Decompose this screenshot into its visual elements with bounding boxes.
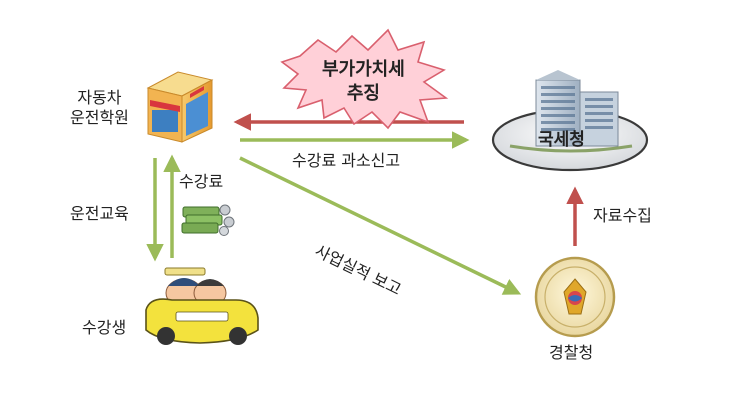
fee-label: 수강료 xyxy=(179,172,224,191)
police-badge-icon xyxy=(534,256,616,338)
vat-burst-shape xyxy=(280,28,449,130)
driving-car-icon xyxy=(145,267,259,345)
money-stack-icon xyxy=(181,204,235,236)
building-icon xyxy=(146,71,214,143)
tax-office-label: 국세청 xyxy=(538,130,585,150)
driving-education-label: 운전교육 xyxy=(70,204,129,223)
vat-collection-label: 부가가치세 추징 xyxy=(322,59,405,104)
student-label: 수강생 xyxy=(82,318,127,337)
data-collection-label: 자료수집 xyxy=(593,206,652,225)
police-label: 경찰청 xyxy=(549,343,594,362)
arrow-green-business-report xyxy=(239,156,522,295)
office-tower-icon xyxy=(509,70,633,153)
tax-office-node xyxy=(491,70,649,172)
fee-underreport-label: 수강료 과소신고 xyxy=(292,151,401,170)
school-label: 자동차 운전학원 xyxy=(70,88,129,127)
